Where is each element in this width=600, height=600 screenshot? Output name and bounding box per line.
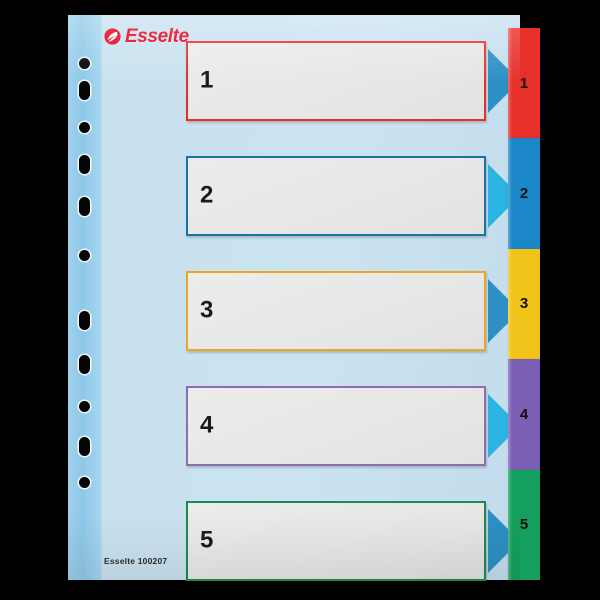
- tab-number: 2: [519, 185, 529, 203]
- writing-label-box[interactable]: 1: [186, 41, 486, 121]
- tab-red[interactable]: 1: [508, 28, 540, 139]
- punch-reinforcement-strip: [68, 15, 102, 580]
- tab-number: 4: [519, 405, 529, 423]
- label-row: 2: [186, 156, 520, 236]
- tab-number: 3: [519, 295, 529, 313]
- punch-hole: [79, 355, 90, 374]
- writing-label-box[interactable]: 5: [186, 501, 486, 581]
- tab-purple[interactable]: 4: [508, 359, 540, 470]
- writing-label-box[interactable]: 2: [186, 156, 486, 236]
- tab-number: 5: [519, 516, 529, 534]
- brand-name: Esselte: [125, 26, 189, 47]
- punch-hole: [79, 122, 90, 133]
- writing-label-box[interactable]: 3: [186, 271, 486, 351]
- product-code: Esselte 100207: [104, 556, 168, 566]
- punch-hole: [79, 250, 90, 261]
- label-number: 3: [200, 296, 214, 324]
- tab-green[interactable]: 5: [508, 469, 540, 581]
- punch-hole: [79, 197, 90, 216]
- writing-label-box[interactable]: 4: [186, 386, 486, 466]
- tab-number: 1: [519, 74, 529, 92]
- punch-hole: [79, 401, 90, 412]
- punch-hole: [79, 311, 90, 330]
- index-tab-column: 1 2 3 4 5: [508, 28, 540, 581]
- brand-logo: Esselte: [104, 27, 189, 46]
- tab-yellow[interactable]: 3: [508, 248, 540, 360]
- esselte-swirl-icon: [104, 28, 121, 45]
- label-number: 4: [200, 411, 214, 439]
- punch-hole: [79, 155, 90, 174]
- punch-hole: [79, 58, 90, 69]
- label-row: 3: [186, 271, 520, 351]
- label-row: 5: [186, 501, 520, 581]
- label-row: 4: [186, 386, 520, 466]
- label-number: 2: [200, 181, 214, 209]
- label-number: 1: [200, 66, 214, 94]
- label-number: 5: [200, 526, 214, 554]
- tab-blue[interactable]: 2: [508, 138, 540, 250]
- punch-hole: [79, 81, 90, 100]
- label-row: 1: [186, 41, 520, 121]
- punch-hole: [79, 437, 90, 456]
- punch-hole: [79, 477, 90, 488]
- divider-sheet: Esselte 1 2 3 4 5 1 2 3 4 5 Esselte 100207: [68, 15, 540, 581]
